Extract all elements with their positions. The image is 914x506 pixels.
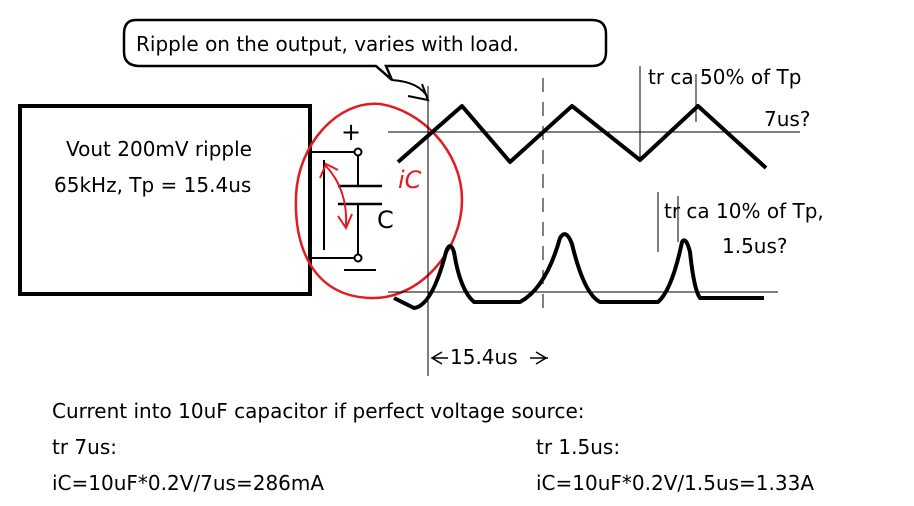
tr-7us-label: 7us? [764, 107, 810, 131]
current-arrowhead-bottom [337, 213, 353, 231]
source-line-2: 65kHz, Tp = 15.4us [54, 173, 251, 197]
tr-50-label: tr ca 50% of Tp [648, 65, 801, 89]
guide-lines [388, 66, 800, 376]
current-arrow [325, 165, 348, 227]
callout-pointer-arrow [391, 79, 429, 99]
case1-formula: iC=10uF*0.2V/7us=286mA [52, 471, 324, 495]
period-arrowhead-left [430, 351, 443, 365]
current-pulse-waveform [393, 232, 764, 310]
period-label: 15.4us [450, 345, 518, 369]
callout-bubble [122, 18, 608, 81]
period-arrowhead-right [535, 351, 548, 365]
callout-text: Ripple on the output, varies with load. [136, 32, 519, 56]
capacitor-plus: + [341, 118, 361, 146]
source-box [18, 104, 312, 296]
tr-1-5us-label: 1.5us? [722, 234, 788, 258]
source-line-1: Vout 200mV ripple [66, 137, 252, 161]
current-arrowhead-top [319, 162, 339, 179]
voltage-ripple-waveform [396, 104, 768, 170]
capacitor-schematic [310, 147, 382, 271]
red-highlight-circle [294, 102, 464, 300]
calc-heading: Current into 10uF capacitor if perfect v… [52, 399, 585, 423]
case2-title: tr 1.5us: [536, 435, 620, 459]
current-label: iC [398, 166, 422, 194]
tr-10-label: tr ca 10% of Tp, [664, 199, 824, 223]
case1-title: tr 7us: [52, 435, 117, 459]
capacitor-label: C [377, 206, 394, 234]
case2-formula: iC=10uF*0.2V/1.5us=1.33A [536, 471, 814, 495]
